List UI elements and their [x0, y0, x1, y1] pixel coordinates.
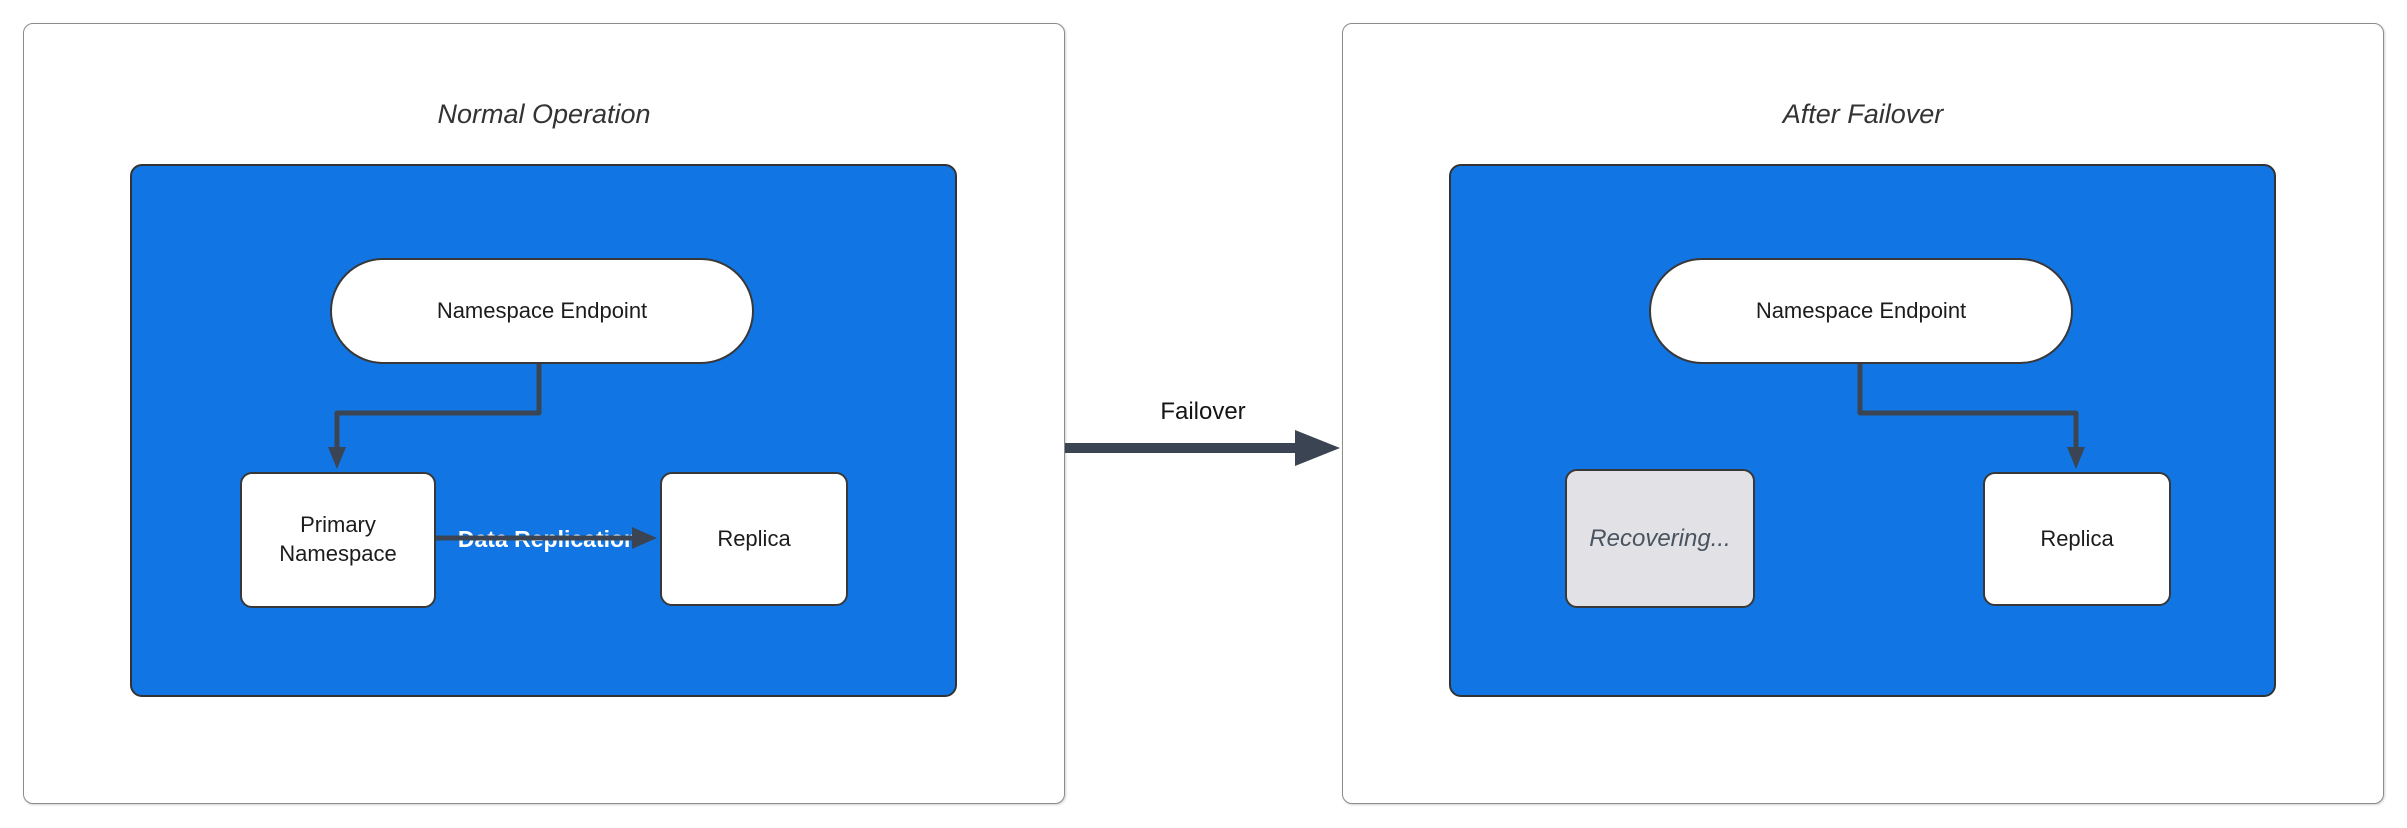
edge-label-data-replication: Data Replication — [458, 523, 638, 555]
node-recovering: Recovering... — [1565, 469, 1755, 608]
panel-normal-operation: Normal Operation Namespace Endpoint Prim… — [23, 23, 1065, 804]
node-namespace-endpoint-after-label: Namespace Endpoint — [1755, 297, 1967, 323]
node-replica-normal-label: Replica — [717, 525, 791, 551]
namespace-container-after — [1449, 164, 2276, 697]
failover-arrow — [1065, 430, 1340, 466]
failover-arrow-label: Failover — [1160, 398, 1246, 425]
node-primary-namespace: Primary Namespace — [240, 472, 436, 608]
panel-after-failover: After Failover Namespace Endpoint Recove… — [1342, 23, 2384, 804]
panel-title-after-failover: After Failover — [1782, 99, 1944, 129]
node-replica-normal: Replica — [660, 472, 848, 606]
node-namespace-endpoint-after: Namespace Endpoint — [1649, 258, 2073, 364]
node-replica-after-label: Replica — [2040, 525, 2114, 551]
node-namespace-endpoint-normal-label: Namespace Endpoint — [436, 297, 648, 323]
panel-title-normal-operation: Normal Operation — [437, 99, 651, 129]
node-recovering-label: Recovering... — [1589, 524, 1731, 552]
node-replica-after: Replica — [1983, 472, 2171, 606]
namespace-container-normal — [130, 164, 957, 697]
node-namespace-endpoint-normal: Namespace Endpoint — [330, 258, 754, 364]
node-primary-namespace-label: Primary Namespace — [279, 512, 397, 566]
